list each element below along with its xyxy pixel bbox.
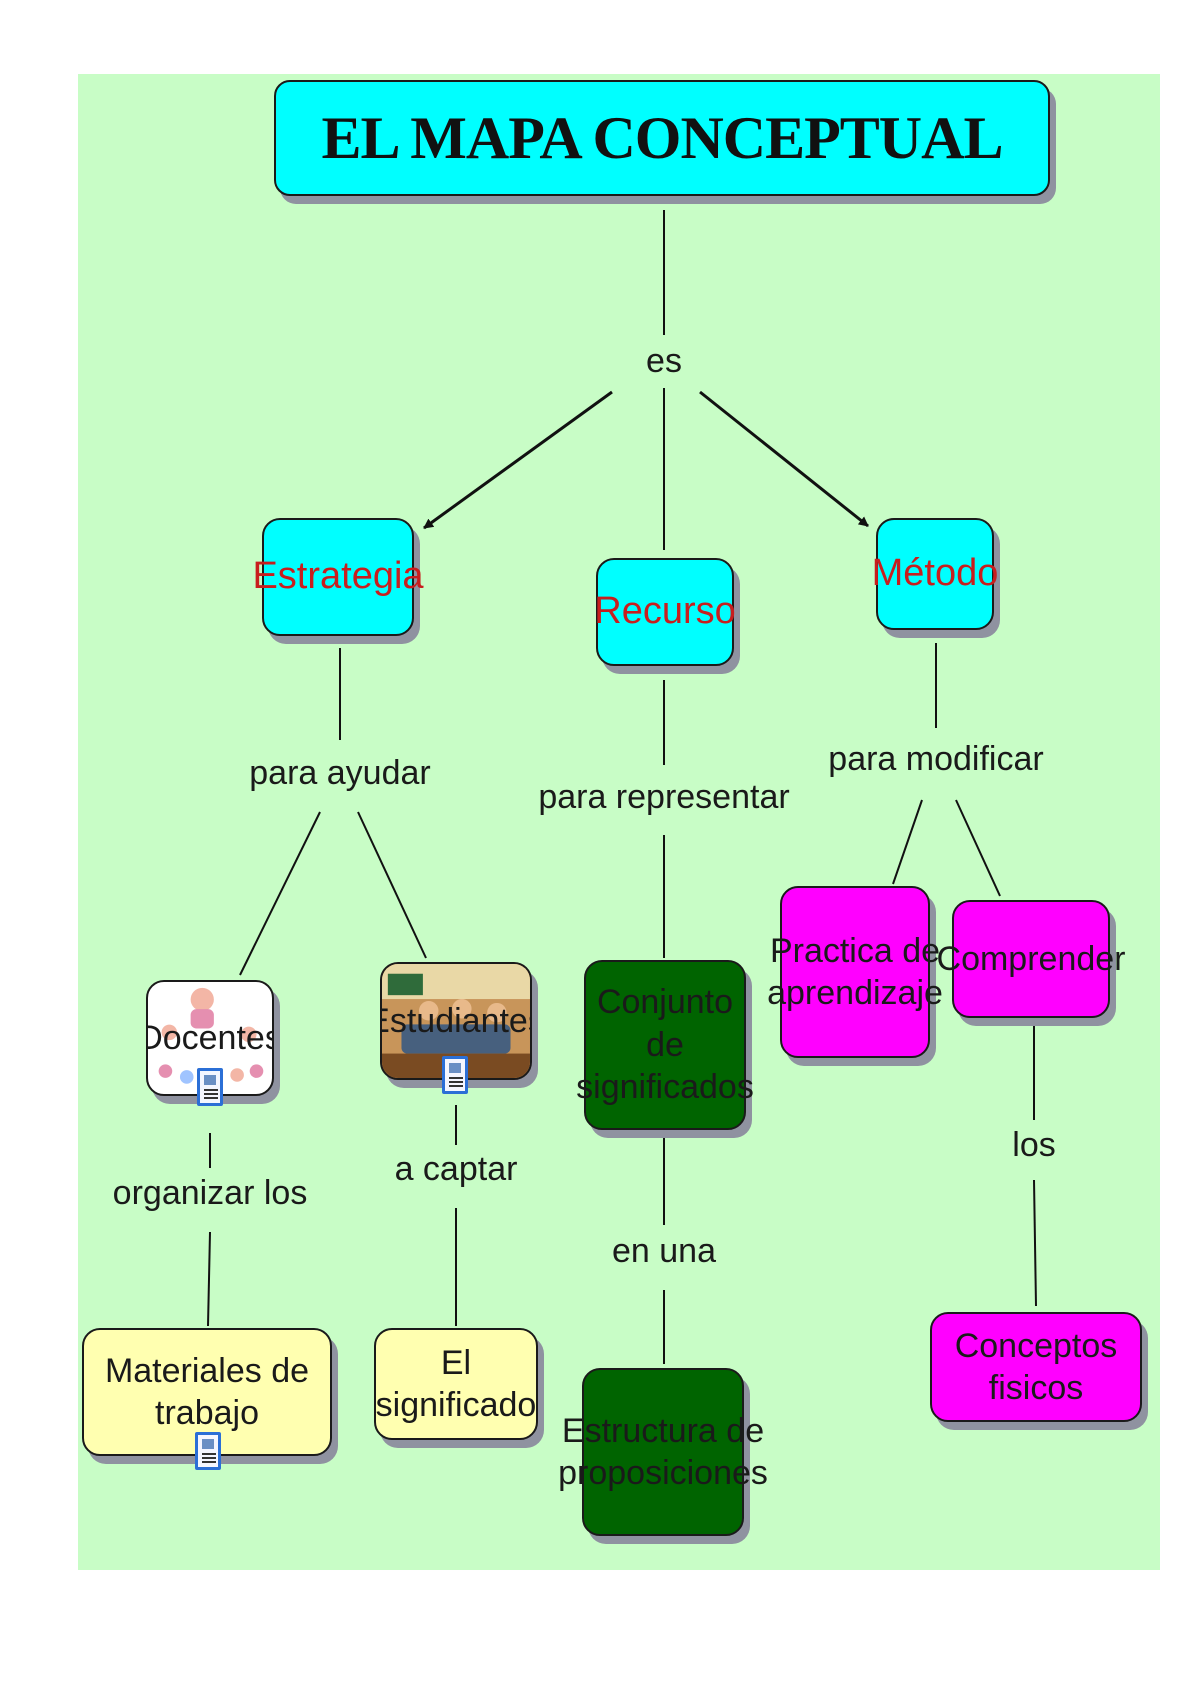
node-metodo: Método xyxy=(872,518,998,630)
link-es: es xyxy=(646,342,682,380)
node-practica-aprendizaje: Practica de aprendizaje xyxy=(767,886,943,1058)
link-para-modificar: para modificar xyxy=(828,740,1044,778)
link-para-representar: para representar xyxy=(538,778,790,816)
node-el-significado: El significado xyxy=(374,1328,538,1440)
node-estructura-proposiciones: Estructura de proposiciones xyxy=(558,1368,768,1536)
node-conjunto-significados: Conjunto de significados xyxy=(576,960,754,1130)
link-a-captar: a captar xyxy=(394,1150,518,1188)
document-icon[interactable] xyxy=(195,1432,221,1470)
title-text: EL MAPA CONCEPTUAL xyxy=(321,104,1004,171)
link-para-ayudar: para ayudar xyxy=(249,754,431,792)
link-organizar-los: organizar los xyxy=(112,1174,308,1212)
title-node: EL MAPA CONCEPTUAL xyxy=(274,80,1050,196)
node-recurso: Recurso xyxy=(594,558,736,666)
document-icon[interactable] xyxy=(197,1068,223,1106)
link-en-una: en una xyxy=(612,1232,716,1270)
node-estrategia: Estrategia xyxy=(252,518,424,636)
node-comprender: Comprender xyxy=(937,900,1126,1018)
link-los: los xyxy=(1012,1126,1056,1164)
teachers-picture xyxy=(158,987,264,1084)
node-conceptos-fisicos: Conceptos fisicos xyxy=(930,1312,1142,1422)
node-estudiantes: Estudiantes xyxy=(380,962,532,1080)
document-icon[interactable] xyxy=(442,1056,468,1094)
